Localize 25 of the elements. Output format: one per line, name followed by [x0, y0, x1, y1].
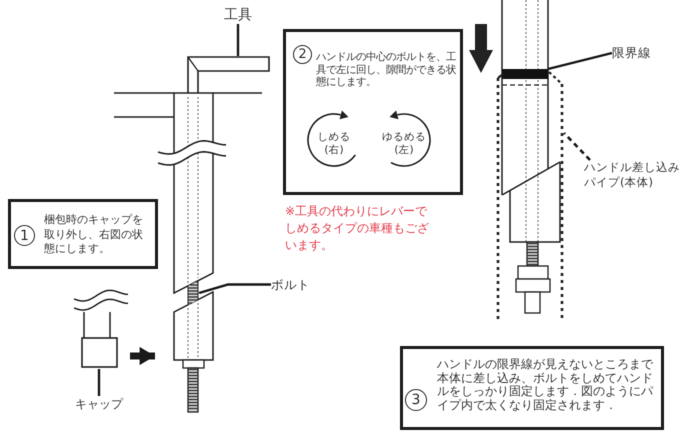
- instruction-box: [400, 346, 664, 430]
- step-number: 3: [405, 389, 427, 411]
- step-number: 1: [14, 225, 35, 246]
- part-label: ボルト: [271, 276, 313, 293]
- part-label: ハンドル差し込みパイプ(本体): [584, 160, 684, 192]
- note-text: ※工具の代わりにレバーでしめるタイプの車種もございます。: [285, 203, 430, 254]
- leader-line: [198, 283, 271, 294]
- instruction-box: [8, 199, 158, 269]
- instruction-text: 梱包時のキャップを取り外し、右図の状態にします。: [44, 213, 144, 256]
- leader-line: [98, 369, 100, 396]
- rotation-label: しめる(右): [317, 131, 351, 157]
- part-label: 工具: [222, 6, 254, 24]
- leader-line: [548, 52, 612, 70]
- step-number: 2: [293, 45, 312, 64]
- limit-line-band: [502, 69, 548, 79]
- part-label: 限界線: [612, 45, 658, 61]
- instruction-box: [283, 29, 463, 195]
- leader-line: [563, 132, 591, 161]
- rotation-label: ゆるめる(左): [382, 131, 426, 157]
- instruction-text: ハンドルの中心のボルトを、工具で左に回し、隙間ができる状態にします。: [316, 51, 456, 88]
- arrow: [130, 348, 155, 364]
- instruction-text: ハンドルの限界線が見えないところまで本体に差し込み、ボルトをしめてハンドルをしっかり固定します．図のようにパイプ内で太くなり固定されます．: [437, 358, 654, 412]
- tool-drawing: [186, 56, 271, 94]
- part-label: キャップ: [74, 396, 124, 413]
- leader-line: [236, 24, 240, 56]
